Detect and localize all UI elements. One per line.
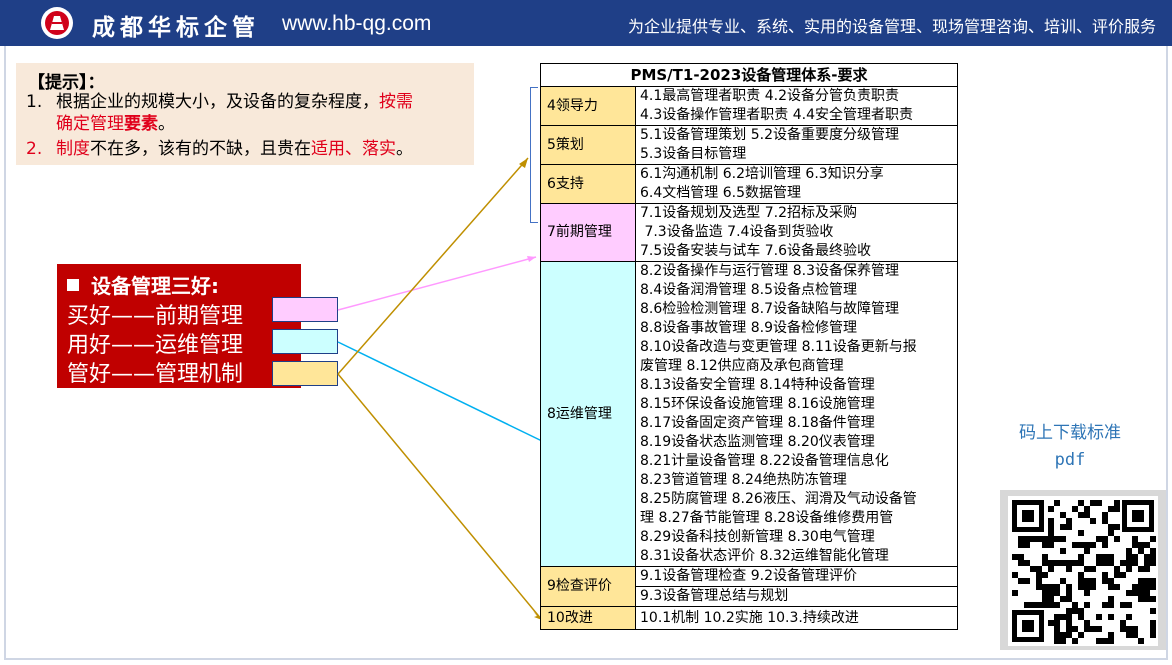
row-category: 8运维管理 <box>540 261 636 567</box>
connector-manage-top <box>337 157 529 375</box>
color-key-buy <box>272 297 338 322</box>
tip-item-1: 1. 根据企业的规模大小，及设备的复杂程度，按需 确定管理要素。 <box>26 91 468 135</box>
row-category: 9检查评价 <box>540 566 636 607</box>
tip-text: 。 <box>396 139 413 159</box>
tip-highlight: 适用、落实 <box>311 139 396 159</box>
bullet-square-icon <box>67 279 79 291</box>
tip-text: 根据企业的规模大小，及设备的复杂程度， <box>56 92 379 112</box>
color-key-use <box>272 329 338 354</box>
row-category: 4领导力 <box>540 86 636 126</box>
tip-highlight: 按需 <box>379 92 413 112</box>
tip-text: 。 <box>158 114 175 134</box>
row-category: 6支持 <box>540 164 636 204</box>
requirements-table: PMS/T1-2023设备管理体系-要求 4领导力 4.1最高管理者职责 4.2… <box>540 63 958 630</box>
row-category: 5策划 <box>540 125 636 165</box>
brand-name: 成都华标企管 <box>92 14 260 41</box>
table-title: PMS/T1-2023设备管理体系-要求 <box>540 63 958 87</box>
grouping-bracket <box>530 87 538 223</box>
three-good-row-manage: 管好——管理机制 <box>67 362 244 387</box>
tip-title: 【提示】： <box>28 73 105 93</box>
three-good-panel: 设备管理三好: 买好——前期管理 用好——运维管理 管好——管理机制 <box>57 264 301 388</box>
color-key-manage <box>272 361 338 386</box>
row-category: 10改进 <box>540 606 636 630</box>
download-label: 码上下载标准 pdf <box>1019 423 1121 470</box>
row-content: 9.3设备管理总结与规划 <box>635 586 958 607</box>
row-content: 9.1设备管理检查 9.2设备管理评价 <box>635 566 958 587</box>
tip-item-number: 1. <box>26 92 43 112</box>
hb-logo-icon <box>41 7 73 39</box>
qr-code-graphic <box>1008 496 1158 646</box>
tip-item-2: 2. 制度不在多，该有的不缺，且贵在适用、落实。 <box>26 138 468 160</box>
connector-buy <box>337 256 537 311</box>
tip-highlight: 制度 <box>56 139 90 159</box>
top-banner: 成都华标企管 www.hb-qg.com 为企业提供专业、系统、实用的设备管理、… <box>0 0 1172 46</box>
tip-box: 【提示】： 1.根据企业的规模大小，及设备的复杂程度，按需 确定管理要素。 2.… <box>16 63 474 165</box>
tip-highlight-bold: 要素 <box>124 114 158 134</box>
slogan: 为企业提供专业、系统、实用的设备管理、现场管理咨询、培训、评价服务 <box>627 17 1156 36</box>
row-content: 10.1机制 10.2实施 10.3.持续改进 <box>635 606 958 630</box>
three-good-row-use: 用好——运维管理 <box>67 333 244 358</box>
qr-code-icon[interactable] <box>1000 490 1166 650</box>
table-row: 10改进 10.1机制 10.2实施 10.3.持续改进 <box>540 606 958 630</box>
table-row: 9.3设备管理总结与规划 <box>541 586 958 607</box>
table-row: 9检查评价 9.1设备管理检查 9.2设备管理评价 <box>540 566 958 607</box>
connector-use <box>337 341 545 443</box>
content-frame <box>4 46 1168 660</box>
website-link[interactable]: www.hb-qg.com <box>282 12 432 35</box>
connector-manage-bottom <box>337 373 543 621</box>
three-good-title: 设备管理三好: <box>67 270 219 299</box>
tip-text: 不在多，该有的不缺，且贵在 <box>90 139 311 159</box>
three-good-row-buy: 买好——前期管理 <box>67 304 244 329</box>
row-category: 7前期管理 <box>540 203 636 262</box>
tip-highlight: 确定管理 <box>56 114 124 134</box>
table-row: 7前期管理 7.1设备规划及选型 7.2招标及采购 7.3设备监造 7.4设备到… <box>540 203 958 262</box>
tip-item-number: 2. <box>26 139 43 159</box>
